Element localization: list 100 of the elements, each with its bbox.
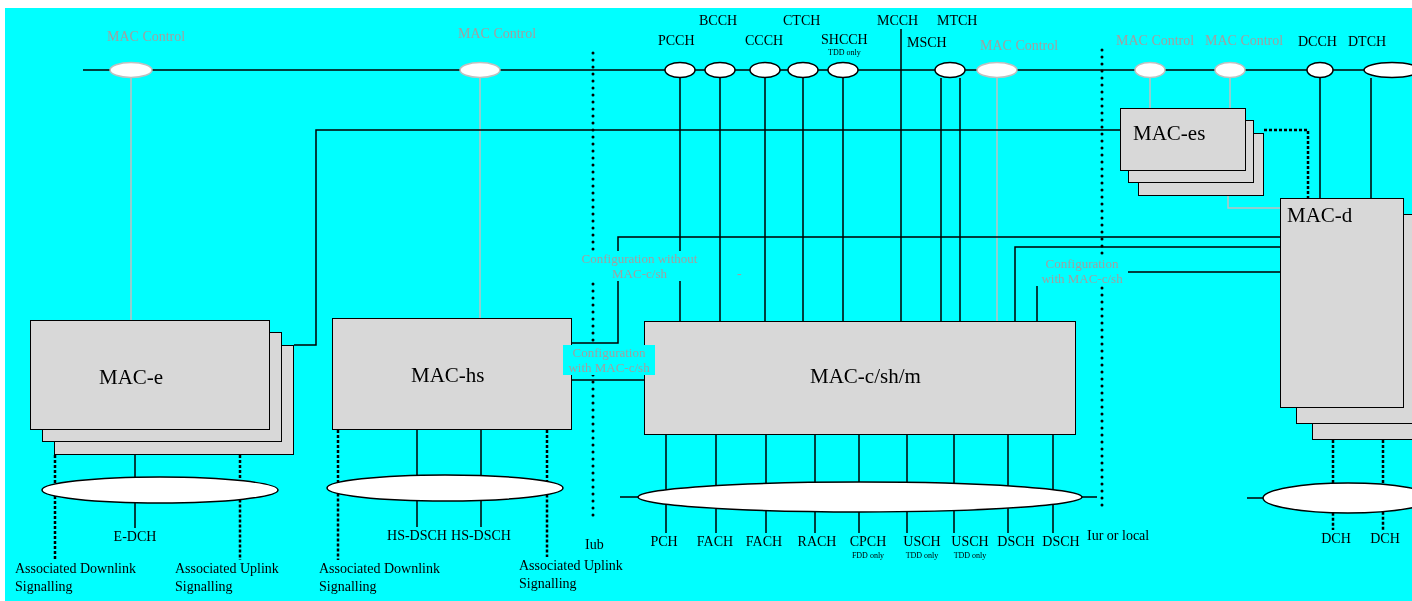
channel-ellipse: [41, 476, 279, 504]
channel-label: PCH: [649, 533, 679, 551]
connector-line: [480, 499, 482, 528]
dashed-line: [1264, 128, 1310, 198]
connector-line: [1229, 77, 1231, 109]
channel-ellipse: [637, 481, 1083, 513]
dashed-line: [238, 499, 242, 560]
control-label: MAC Control: [1116, 33, 1195, 49]
stacked-box: [1280, 198, 1412, 440]
stacked-box: [1120, 108, 1264, 196]
channel-label: MTCH: [937, 13, 978, 29]
connector-line: [480, 429, 482, 477]
channel-label: Associated Downlink Signalling: [15, 560, 137, 596]
box-title: MAC-e: [99, 365, 164, 389]
connector-line: [479, 77, 481, 319]
connector-line: [1007, 434, 1009, 487]
connector-line: [858, 434, 860, 483]
connector-line: [1319, 77, 1321, 199]
connector-line: [665, 434, 667, 491]
edge-label: Configuration with MAC-c/sh: [563, 345, 655, 375]
channel-label: CPCH: [848, 533, 888, 551]
control-label: MAC Control: [458, 26, 537, 42]
box-title: MAC-c/sh/m: [810, 364, 921, 388]
connector-line: [953, 509, 955, 534]
channel-label: MSCH: [907, 35, 947, 51]
connector-line: [765, 434, 767, 485]
connector-line: [814, 434, 816, 484]
dashed-line: [336, 493, 340, 560]
channel-label: Associated Uplink Signalling: [175, 560, 280, 596]
dashed-line: [545, 430, 549, 482]
dashed-line: [1331, 512, 1335, 530]
box-title: MAC-es: [1133, 121, 1206, 145]
connector-line: [814, 510, 816, 534]
channel-label: CCCH: [745, 33, 784, 49]
interface-label: Iub: [585, 537, 604, 553]
channel-label: MCCH: [877, 13, 919, 29]
interface-label: Iur or local: [1087, 528, 1150, 544]
connector-line: [679, 77, 681, 322]
connector-line: [1149, 77, 1151, 109]
channel-label: PCCH: [658, 33, 695, 49]
channel-label: DCH: [1369, 530, 1401, 548]
dashed-line: [1381, 440, 1385, 485]
dash-mark: -: [737, 266, 742, 282]
connector-line: [130, 77, 132, 321]
control-label: MAC Control: [980, 38, 1059, 54]
channel-label: USCH: [950, 533, 990, 551]
connector-line: [1052, 434, 1054, 491]
connector-line: [764, 77, 766, 322]
box-title: MAC-hs: [411, 363, 485, 387]
note-text: TDD only: [828, 48, 861, 57]
channel-label: RACH: [796, 533, 838, 551]
connector-line: [900, 28, 902, 322]
channel-label: SHCCH: [821, 32, 868, 48]
channel-label: BCCH: [699, 13, 738, 29]
channel-label: CTCH: [783, 13, 821, 29]
connector-line: [715, 434, 717, 487]
control-label: MAC Control: [1205, 33, 1284, 49]
note-text: TDD only: [904, 551, 940, 561]
connector-line: [1007, 507, 1009, 534]
channel-label: DTCH: [1348, 34, 1387, 50]
stacked-box: [30, 320, 294, 455]
channel-label: DSCH: [1041, 533, 1081, 551]
box-title: MAC-d: [1287, 203, 1353, 227]
dashed-line: [53, 455, 57, 485]
connector-line: [906, 434, 908, 484]
connector-line: [940, 77, 942, 322]
dashed-line: [336, 430, 340, 483]
connector-line: [953, 434, 955, 485]
channel-label: DCH: [1320, 530, 1352, 548]
connector-line: [1014, 246, 1281, 322]
channel-label: Associated Downlink Signalling: [319, 560, 441, 596]
dashed-line: [53, 495, 57, 560]
channel-label: DSCH: [996, 533, 1036, 551]
note-text: TDD only: [952, 551, 988, 561]
channel-label: USCH: [902, 533, 942, 551]
note-text: FDD only: [850, 551, 886, 561]
connector-line: [765, 509, 767, 534]
connector-line: [996, 77, 998, 322]
edge-label: Configuration with MAC-c/sh: [1036, 256, 1128, 286]
connector-line: [134, 454, 136, 479]
dashed-line: [1331, 440, 1335, 484]
dashed-line: [545, 494, 549, 557]
connector-line: [842, 77, 844, 322]
dashed-line: [238, 455, 242, 481]
channel-label: FACH: [744, 533, 784, 551]
channel-ellipse: [326, 474, 564, 502]
channel-label: DCCH: [1298, 34, 1337, 50]
connector-line: [802, 77, 804, 322]
connector-line: [293, 129, 1121, 346]
dashed-line: [1381, 511, 1385, 530]
connector-line: [416, 429, 418, 477]
connector-line: [1052, 503, 1054, 534]
connector-line: [1227, 195, 1281, 209]
connector-line: [571, 379, 645, 381]
channel-label: E-DCH: [112, 528, 158, 546]
connector-line: [416, 499, 418, 528]
channel-label: FACH: [695, 533, 735, 551]
connector-line: [906, 510, 908, 534]
connector-line: [719, 77, 721, 322]
connector-line: [715, 507, 717, 534]
